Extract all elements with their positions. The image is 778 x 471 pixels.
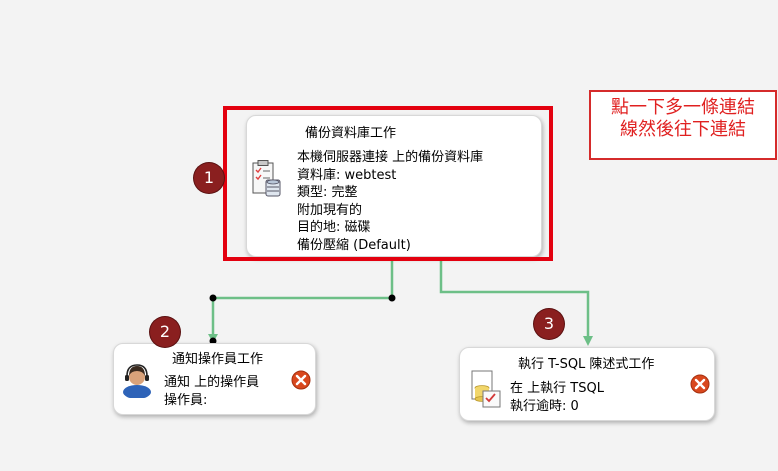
connector-handle-bend[interactable] — [388, 294, 396, 302]
connector-backup-to-notify[interactable] — [211, 257, 394, 336]
highlight-box — [223, 106, 553, 261]
step-badge-3: 3 — [534, 309, 564, 339]
connector-handle-end[interactable] — [209, 337, 217, 345]
connector-handle-left[interactable] — [209, 294, 217, 302]
backup-database-task[interactable]: 備份資料庫工作 本機伺服器連接 上的備份資料庫 資料庫: webtest 類型:… — [246, 115, 542, 257]
annotation-line: 點一下多一條連結 — [611, 97, 755, 118]
step-badge-1: 1 — [194, 163, 224, 193]
detail-line: 操作員: — [164, 392, 208, 408]
backup-database-icon — [252, 160, 281, 197]
connector-backup-to-tsql[interactable] — [439, 257, 590, 338]
detail-line: 本機伺服器連接 上的備份資料庫 — [297, 150, 484, 165]
task-title: 通知操作員工作 — [172, 352, 264, 367]
detail-line: 類型: 完整 — [297, 185, 358, 200]
task-details: 在 上執行 TSQL 執行逾時: 0 — [510, 380, 604, 415]
notify-operator-task[interactable]: 通知操作員工作 通知 上的操作員 操作員: — [113, 343, 316, 415]
detail-line: 通知 上的操作員 — [164, 375, 260, 390]
annotation-callout: 點一下多一條連結 線然後往下連結 — [589, 90, 777, 160]
detail-line: 執行逾時: 0 — [510, 398, 579, 414]
execute-tsql-task[interactable]: 執行 T-SQL 陳述式工作 在 上執行 TSQL 執行逾時: 0 — [459, 347, 715, 421]
task-details: 通知 上的操作員 操作員: — [164, 374, 259, 409]
tsql-script-icon — [471, 370, 501, 408]
detail-line: 資料庫: webtest — [297, 167, 397, 183]
task-title: 備份資料庫工作 — [305, 126, 397, 141]
connector-arrowhead — [583, 336, 593, 346]
detail-line: 在 上執行 TSQL — [510, 381, 604, 396]
task-title: 執行 T-SQL 陳述式工作 — [518, 357, 655, 372]
error-icon[interactable] — [690, 374, 710, 394]
detail-line: 備份壓縮 (Default) — [297, 237, 411, 253]
annotation-line: 線然後往下連結 — [620, 119, 746, 140]
task-details: 本機伺服器連接 上的備份資料庫 資料庫: webtest 類型: 完整 附加現有… — [297, 149, 483, 254]
error-icon[interactable] — [291, 370, 311, 390]
step-badge-2: 2 — [150, 317, 180, 347]
detail-line: 目的地: 磁碟 — [297, 220, 371, 235]
operator-icon — [123, 364, 151, 398]
detail-line: 附加現有的 — [297, 202, 363, 218]
